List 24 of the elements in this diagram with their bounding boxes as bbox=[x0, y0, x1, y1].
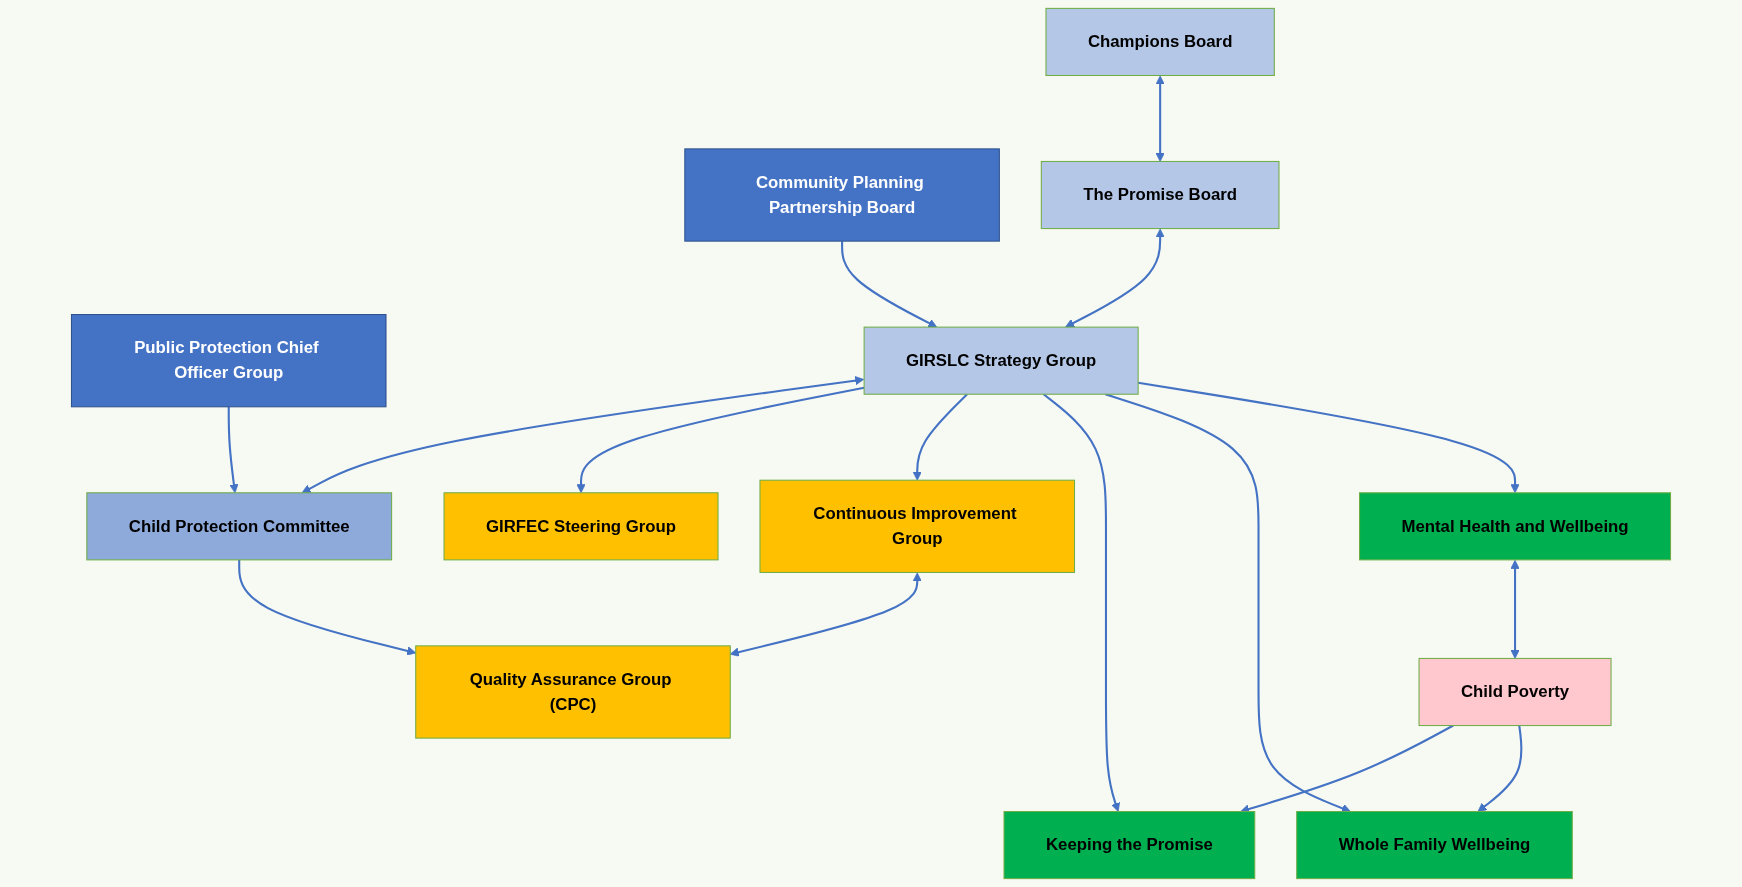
arrow bbox=[1065, 228, 1165, 328]
arrow bbox=[1042, 393, 1120, 812]
arrow bbox=[1477, 725, 1523, 812]
arrow bbox=[1510, 559, 1520, 659]
node-box: Public Protection Chief Officer Group bbox=[70, 314, 387, 408]
node-box: Mental Health and Wellbeing bbox=[1359, 492, 1672, 561]
node-box: Quality Assurance Group (CPC) bbox=[415, 645, 731, 739]
arrow bbox=[912, 393, 968, 481]
arrow bbox=[227, 406, 239, 494]
node-box: Community Planning Partnership Board bbox=[684, 148, 1000, 242]
arrow bbox=[841, 241, 938, 328]
node-box: The Promise Board bbox=[1040, 160, 1280, 230]
arrow bbox=[1105, 393, 1351, 813]
node-box: Child Protection Committee bbox=[86, 492, 393, 561]
arrow bbox=[301, 376, 865, 494]
node-box: GIRFEC Steering Group bbox=[443, 492, 719, 561]
node-box: GIRSLC Strategy Group bbox=[863, 326, 1139, 395]
node-box: Continuous Improvement Group bbox=[759, 479, 1076, 573]
node-box: Champions Board bbox=[1045, 7, 1275, 76]
arrow bbox=[576, 386, 865, 494]
arrow bbox=[1155, 75, 1165, 162]
node-box: Whole Family Wellbeing bbox=[1296, 811, 1573, 880]
node-box: Keeping the Promise bbox=[1003, 811, 1256, 880]
node-box: Child Poverty bbox=[1418, 657, 1612, 727]
